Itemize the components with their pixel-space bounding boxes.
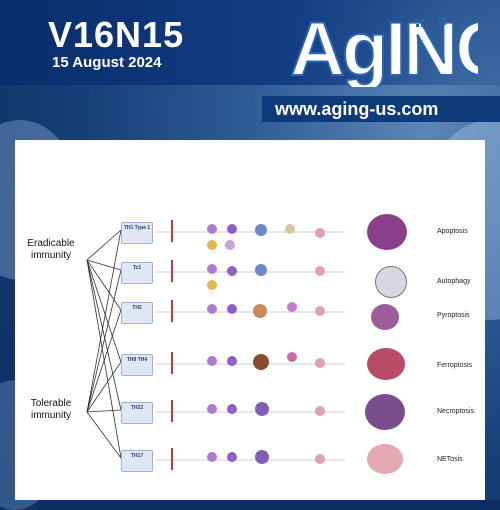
figure-panel: Eradicable immunity Tolerable immunity <box>15 140 485 500</box>
netosis-cell-illustration <box>367 444 403 474</box>
cell-icon <box>253 354 269 370</box>
header-band <box>0 0 500 85</box>
cell-icon <box>255 264 267 276</box>
group-label-tolerable: Tolerable immunity <box>30 398 72 421</box>
death-label-pyroptosis: Pyroptosis <box>437 312 470 319</box>
pyroptosis-cell-illustration <box>371 304 399 330</box>
cell-icon <box>285 224 295 234</box>
cell-icon <box>207 452 217 462</box>
ferroptosis-cell-illustration <box>367 348 405 380</box>
svg-text:AgING: AgING <box>290 7 478 87</box>
cell-icon <box>207 356 217 366</box>
cell-icon <box>227 266 237 276</box>
cell-icon <box>315 406 325 416</box>
cell-icon <box>225 240 235 250</box>
cell-icon <box>227 224 237 234</box>
cell-icon <box>287 302 297 312</box>
cell-icon <box>227 304 237 314</box>
autophagy-cell-illustration <box>375 266 407 298</box>
death-label-netosis: NETosis <box>437 456 463 463</box>
row-badge: TH1 Type 1 <box>121 222 153 244</box>
cell-icon <box>315 358 325 368</box>
pathway-lines <box>86 220 345 470</box>
necroptosis-cell-illustration <box>365 394 405 430</box>
cell-icon <box>227 356 237 366</box>
group-label-eradicable: Eradicable immunity <box>27 238 75 261</box>
cell-icon <box>315 454 325 464</box>
death-label-autophagy: Autophagy <box>437 278 471 285</box>
apoptosis-cell-illustration <box>367 214 407 250</box>
cell-icon <box>227 404 237 414</box>
row-badge: TH9 TH4 <box>121 354 153 376</box>
death-label-ferroptosis: Ferroptosis <box>437 362 473 369</box>
cell-icon <box>207 240 217 250</box>
cell-icon <box>287 352 297 362</box>
cell-icon <box>315 306 325 316</box>
row-badge: TH17 <box>121 450 153 472</box>
journal-url[interactable]: www.aging-us.com <box>275 99 439 119</box>
cell-icon <box>315 266 325 276</box>
row-badge: TH2 <box>121 302 153 324</box>
cell-icon <box>315 228 325 238</box>
cell-icon <box>255 402 269 416</box>
cell-icon <box>207 280 217 290</box>
issue-date: 15 August 2024 <box>52 54 162 71</box>
row-badge: TH22 <box>121 402 153 424</box>
issue-number: V16N15 <box>48 14 185 55</box>
cell-icon <box>207 264 217 274</box>
aging-logo: AgING <box>289 6 478 87</box>
death-label-apoptosis: Apoptosis <box>437 228 468 235</box>
url-bar <box>262 96 500 122</box>
cell-icon <box>207 224 217 234</box>
cell-icon <box>207 404 217 414</box>
row-badge: Tc1 <box>121 262 153 284</box>
cell-icon <box>227 452 237 462</box>
cell-icon <box>207 304 217 314</box>
cell-icon <box>253 304 267 318</box>
cell-icon <box>255 450 269 464</box>
cell-icon <box>255 224 267 236</box>
death-label-necroptosis: Necroptosis <box>437 408 474 415</box>
